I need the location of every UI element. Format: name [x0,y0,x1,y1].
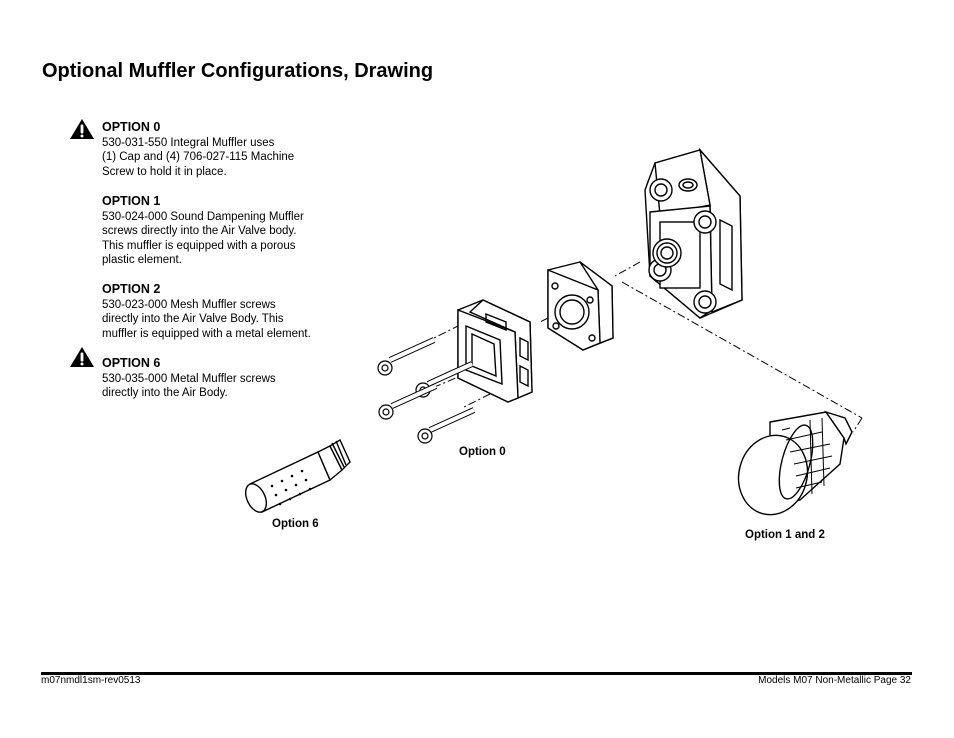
option-6-line: 530-035-000 Metal Muffler screws [102,372,276,385]
caption-option-6: Option 6 [272,518,319,530]
muffler-ring [547,261,614,351]
metal-muffler [244,438,351,513]
option-1-line: This muffler is equipped with a porous [102,239,296,252]
machine-screw [378,383,438,420]
option-1-line: screws directly into the Air Valve body. [102,225,297,238]
option-6-line: directly into the Air Body. [102,387,228,400]
option-6-block: OPTION 6 530-035-000 Metal Muffler screw… [102,356,276,401]
machine-screw [417,407,476,444]
option-1-heading: OPTION 1 [102,194,161,208]
machine-screw [377,337,436,376]
option-2-line: 530-023-000 Mesh Muffler screws [102,298,276,311]
integral-muffler-cap [457,299,533,403]
caption-option-1-and-2: Option 1 and 2 [745,529,825,541]
option-1-block: OPTION 1 530-024-000 Sound Dampening Muf… [102,194,304,268]
air-valve-body [644,147,743,319]
option-1-line: 530-024-000 Sound Dampening Muffler [102,210,304,223]
machine-screw [415,361,474,398]
option-2-block: OPTION 2 530-023-000 Mesh Muffler screws… [102,282,311,341]
warning-triangle-icon [70,119,94,139]
option-0-line: (1) Cap and (4) 706-027-115 Machine [102,151,295,164]
option-0-block: OPTION 0 530-031-550 Integral Muffler us… [102,120,294,179]
footer-divider [41,672,912,675]
option-1-line: plastic element. [102,254,182,267]
sound-dampening-muffler [737,410,853,516]
page-title: Optional Muffler Configurations, Drawing [42,60,434,82]
option-0-line: Screw to hold it in place. [102,165,227,178]
caption-option-0: Option 0 [459,446,506,458]
option-6-heading: OPTION 6 [102,356,161,370]
option-2-heading: OPTION 2 [102,282,161,296]
option-0-heading: OPTION 0 [102,120,161,134]
option-2-line: muffler is equipped with a metal element… [102,327,311,340]
option-2-line: directly into the Air Valve Body. This [102,313,284,326]
option-0-line: 530-031-550 Integral Muffler uses [102,136,275,149]
warning-triangle-icon [70,347,94,367]
footer-doc-id: m07nmdl1sm-rev0513 [41,675,141,686]
footer-page-info: Models M07 Non-Metallic Page 32 [758,675,911,686]
